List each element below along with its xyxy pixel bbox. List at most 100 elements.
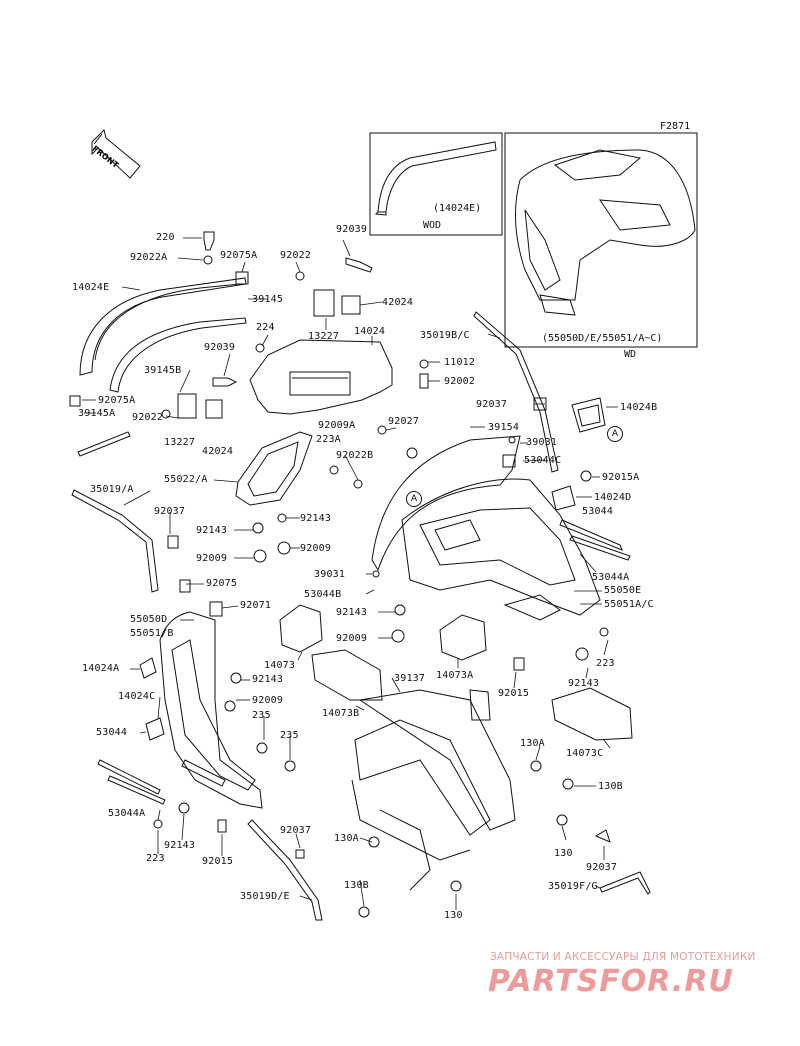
part-label: 39145A [78,408,116,419]
part-label: 92075A [220,250,258,261]
strip-39145A [77,431,131,457]
inset-wod-part: (14024E) [433,203,482,214]
trim-39145 [94,283,241,361]
upper-fairing [371,435,601,621]
part-label: 39137 [394,673,426,684]
part-label: 92015A [602,472,640,483]
part-label: 55050E [604,585,642,596]
part-label: 92009 [300,543,332,554]
part-label: 130 [554,848,573,859]
part-label: 92037 [476,399,508,410]
inset-wd-fairing [514,149,696,316]
figure-id: F2871 [660,121,691,132]
part-label: 39145B [144,365,182,376]
part-label: 92002 [444,376,476,387]
part-label: 14024A [82,663,120,674]
inset-wod-caption: WOD [423,220,442,231]
part-label: 92075A [98,395,136,406]
front-direction-arrow: FRONT [90,128,144,184]
part-label: 39154 [488,422,520,433]
part-label: 13227 [164,437,196,448]
part-label: 92009A [318,420,356,431]
air-ducts [279,604,633,741]
part-label: 35019/A [90,484,134,495]
housing-14024 [249,339,393,415]
part-label: 92071 [240,600,272,611]
watermark-brand: PARTSFOR.RU [488,964,734,999]
part-label: 53044A [592,572,630,583]
part-label: 223 [146,853,165,864]
parts-right-upper [329,359,631,561]
part-label: 223A [316,434,341,445]
part-label: 92037 [586,862,618,873]
part-label: 14073B [322,708,360,719]
part-label: 53044C [524,455,562,466]
part-label: 92143 [164,840,196,851]
part-label: 235 [280,730,299,741]
part-label: 92009 [336,633,368,644]
lower-fairing-left [159,611,263,809]
part-label: 92075 [206,578,238,589]
part-label: 55022/A [164,474,208,485]
part-label: 92143 [300,513,332,524]
part-label: 42024 [382,297,414,308]
part-label: 92022 [280,250,312,261]
part-label: 92037 [280,825,312,836]
part-label: 220 [156,232,175,243]
inset-wod-trim [374,141,497,216]
part-label: 92143 [336,607,368,618]
trim-35019FG [599,871,651,895]
part-label: 39145 [252,294,284,305]
part-label: 53044 [96,727,128,738]
part-label: 53044B [304,589,342,600]
part-label: 92027 [388,416,420,427]
trim-35019DE [247,819,323,921]
part-label: 130B [598,781,623,792]
trim-35019BC [473,311,559,473]
part-label: 14024E [72,282,110,293]
part-label: 92009 [252,695,284,706]
part-label: 14024 [354,326,386,337]
part-label: 14073C [566,748,604,759]
trim-39145B [109,317,247,393]
part-label: 42024 [202,446,234,457]
part-label: 92022A [130,252,168,263]
part-label: 130B [344,880,369,891]
panel-55022A [235,431,313,506]
watermark-tagline: ЗАПЧАСТИ И АКСЕССУАРЫ ДЛЯ МОТОТЕХНИКИ [490,951,756,963]
part-label: 39031 [314,569,346,580]
leader-lines [82,237,618,910]
part-label: 53044 [582,506,614,517]
part-label: 92015 [498,688,530,699]
inset-wd-caption: WD [624,349,637,360]
part-label: 55050D [130,614,168,625]
part-label: 14073A [436,670,474,681]
part-label: 224 [256,322,275,333]
part-label: 11012 [444,357,476,368]
part-label: 130A [520,738,545,749]
frame-39137 [351,689,574,918]
part-label: 92009 [196,553,228,564]
part-label: 35019B/C [420,330,470,341]
parts-left [71,489,296,833]
part-label: 53044A [108,808,146,819]
part-label: 92015 [202,856,234,867]
part-label: 92143 [568,678,600,689]
part-label: 235 [252,710,271,721]
part-label: 14024C [118,691,156,702]
inset-wd-part: (55050D/E/55051/A~C) [542,333,663,344]
part-label: 92143 [252,674,284,685]
inset-box-wod [369,132,503,236]
part-label: 35019D/E [240,891,290,902]
part-label: 92022 [132,412,164,423]
part-label: 92037 [154,506,186,517]
part-label: 14024D [594,492,632,503]
clip-92075A-left [69,395,81,407]
part-label: 130 [444,910,463,921]
part-label: 35019F/G [548,881,598,892]
clip-92037-b [295,849,305,859]
part-label: 55051A/C [604,599,654,610]
callout-a-center: A [406,491,422,507]
part-label: 39031 [526,437,558,448]
